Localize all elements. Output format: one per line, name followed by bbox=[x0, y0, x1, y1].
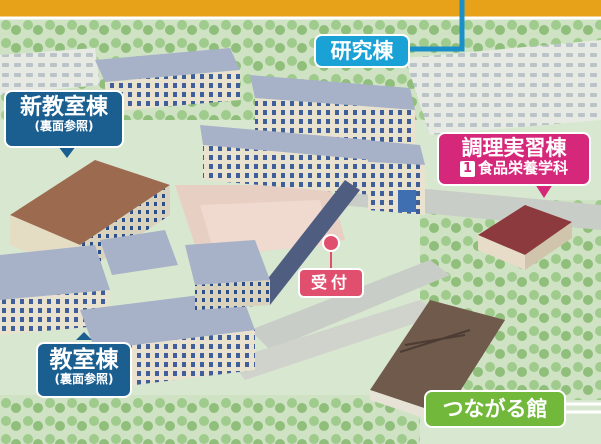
cooking-building-wall bbox=[525, 222, 572, 270]
classroom-wall bbox=[195, 280, 270, 310]
new-classroom-pointer bbox=[58, 146, 76, 158]
road-bottom bbox=[230, 300, 440, 380]
new-classroom-building-note: (裏面参照) bbox=[34, 119, 94, 134]
road bbox=[250, 260, 450, 350]
research-building-wall bbox=[105, 70, 240, 112]
tsunagaru-hall-label[interactable]: つながる館 bbox=[426, 392, 564, 426]
parking-lot bbox=[405, 40, 601, 135]
classroom-building-label[interactable]: 教室棟 (裏面参照) bbox=[38, 344, 130, 396]
cooking-department-name: 食品栄養学科 bbox=[477, 159, 568, 178]
research-building-wall bbox=[203, 145, 372, 195]
parking-lot-left bbox=[0, 48, 100, 95]
reception-name: 受付 bbox=[310, 273, 351, 292]
classroom-wall bbox=[95, 330, 255, 390]
cooking-building-roof bbox=[478, 205, 572, 255]
classroom-roof bbox=[185, 240, 270, 285]
research-tower-roof bbox=[365, 140, 425, 165]
tsunagaru-connector-line bbox=[564, 402, 601, 414]
corridor bbox=[255, 180, 360, 305]
classroom-roof bbox=[0, 245, 110, 300]
classroom-pointer bbox=[76, 332, 92, 340]
research-building-roof bbox=[95, 48, 240, 82]
new-classroom-building-name: 新教室棟 bbox=[19, 95, 108, 120]
cooking-pointer bbox=[535, 184, 553, 198]
research-building-wall bbox=[255, 98, 415, 145]
cooking-building-wall bbox=[478, 235, 525, 270]
research-tower-wall bbox=[368, 162, 425, 215]
research-connector-line bbox=[408, 0, 465, 52]
classroom-building-name: 教室棟 bbox=[49, 347, 119, 373]
classroom-wall bbox=[0, 290, 110, 335]
research-building-name: 研究棟 bbox=[330, 39, 394, 63]
tsunagaru-hall-name: つながる館 bbox=[442, 397, 548, 421]
classroom-building-note: (裏面参照) bbox=[54, 372, 114, 387]
tree-area-bottom bbox=[0, 395, 420, 444]
new-classroom-building-label[interactable]: 新教室棟 (裏面参照) bbox=[6, 92, 122, 146]
research-building-label[interactable]: 研究棟 bbox=[316, 36, 408, 66]
tower-door bbox=[398, 190, 416, 212]
department-number-badge: 1 bbox=[459, 161, 475, 178]
new-classroom-roof bbox=[10, 160, 170, 245]
classroom-roof bbox=[100, 230, 178, 275]
map-frame bbox=[0, 0, 601, 18]
reception-pin bbox=[322, 234, 340, 252]
tsunagaru-hall-roof bbox=[370, 300, 505, 415]
research-building-roof bbox=[200, 125, 372, 160]
tsunagaru-hall-roof-ridge bbox=[404, 334, 466, 346]
new-classroom-wall bbox=[80, 185, 170, 275]
cooking-building-name: 調理実習棟 bbox=[461, 136, 567, 160]
research-building-roof bbox=[250, 75, 415, 110]
reception-label[interactable]: 受付 bbox=[300, 270, 362, 296]
